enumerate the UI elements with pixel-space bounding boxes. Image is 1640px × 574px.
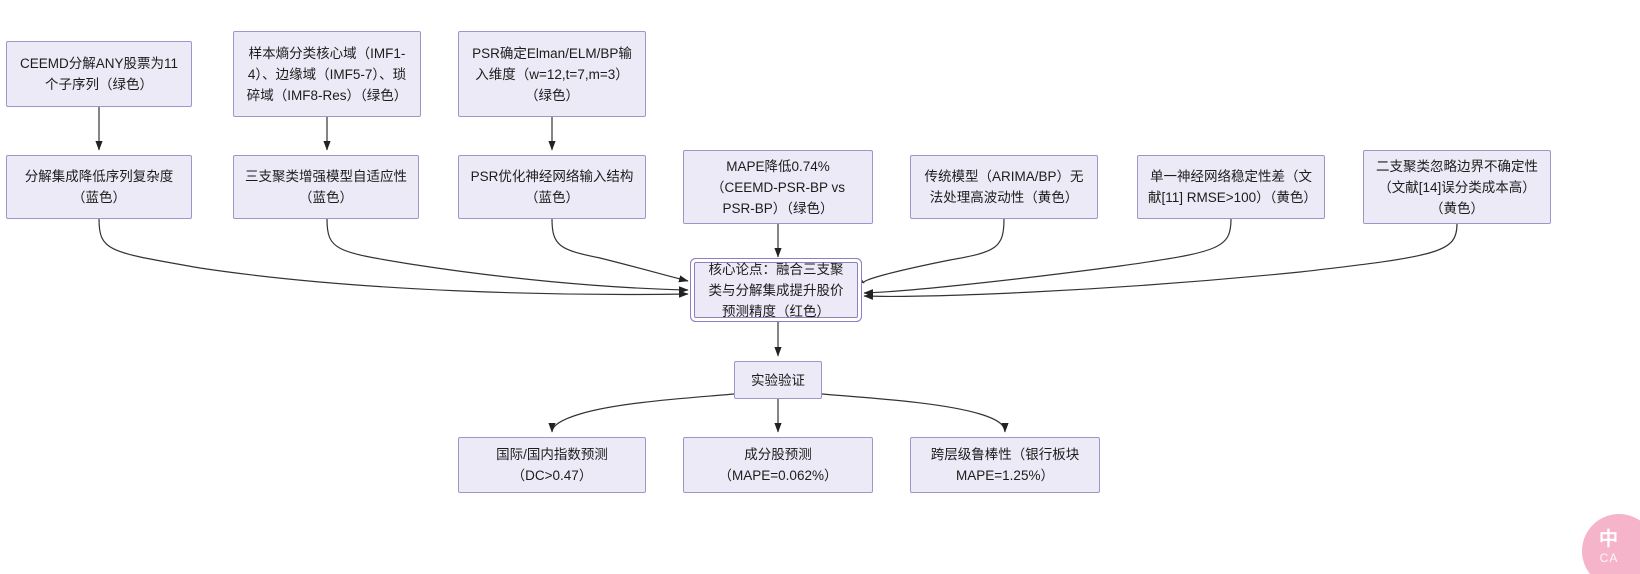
- node-label: 成分股预测（MAPE=0.062%）: [718, 447, 838, 483]
- node-mape-improvement[interactable]: MAPE降低0.74%（CEEMD-PSR-BP vs PSR-BP）（绿色）: [683, 150, 873, 224]
- watermark-badge: 中 CA: [1582, 514, 1640, 574]
- node-core-claim[interactable]: 核心论点：融合三支聚类与分解集成提升股价预测精度（红色）: [694, 262, 858, 319]
- node-label: PSR确定Elman/ELM/BP输入维度（w=12,t=7,m=3）（绿色）: [472, 45, 632, 103]
- edge-structure-to-core: [551, 218, 689, 283]
- watermark-secondary-text: CA: [1599, 551, 1619, 565]
- node-label: 国际/国内指数预测（DC>0.47）: [496, 447, 608, 483]
- node-sample-entropy[interactable]: 样本熵分类核心域（IMF1-4）、边缘域（IMF5-7）、琐碎域（IMF8-Re…: [233, 31, 421, 117]
- node-experiment-validation[interactable]: 实验验证: [734, 361, 822, 399]
- node-reduce-complexity[interactable]: 分解集成降低序列复杂度（蓝色）: [6, 155, 192, 219]
- node-single-nn-instability[interactable]: 单一神经网络稳定性差（文献[11] RMSE>100）（黄色）: [1137, 155, 1325, 219]
- watermark-primary-text: 中: [1598, 529, 1619, 550]
- node-label: 核心论点：融合三支聚类与分解集成提升股价预测精度（红色）: [708, 261, 844, 319]
- edge-validation-to-index: [548, 393, 735, 433]
- node-label: 样本熵分类核心域（IMF1-4）、边缘域（IMF5-7）、琐碎域（IMF8-Re…: [246, 45, 408, 103]
- node-label: 跨层级鲁棒性（银行板块MAPE=1.25%）: [930, 447, 1080, 483]
- node-ceemd-decompose[interactable]: CEEMD分解ANY股票为11个子序列（绿色）: [6, 41, 192, 107]
- node-label: MAPE降低0.74%（CEEMD-PSR-BP vs PSR-BP）（绿色）: [710, 158, 846, 216]
- node-label: PSR优化神经网络输入结构（蓝色）: [470, 169, 634, 205]
- edge-single-nn-to-core: [863, 218, 1232, 297]
- node-three-way-adaptive[interactable]: 三支聚类增强模型自适应性（蓝色）: [233, 155, 419, 219]
- node-label: CEEMD分解ANY股票为11个子序列（绿色）: [19, 56, 179, 92]
- node-label: 三支聚类增强模型自适应性（蓝色）: [245, 169, 407, 205]
- node-traditional-model-limit[interactable]: 传统模型（ARIMA/BP）无法处理高波动性（黄色）: [910, 155, 1098, 219]
- node-index-forecast[interactable]: 国际/国内指数预测（DC>0.47）: [458, 437, 646, 493]
- edge-traditional-to-core: [854, 218, 1005, 284]
- node-label: 传统模型（ARIMA/BP）无法处理高波动性（黄色）: [924, 169, 1084, 205]
- node-constituent-stock-forecast[interactable]: 成分股预测（MAPE=0.062%）: [683, 437, 873, 493]
- node-psr-input-dim[interactable]: PSR确定Elman/ELM/BP输入维度（w=12,t=7,m=3）（绿色）: [458, 31, 646, 117]
- node-label: 二支聚类忽略边界不确定性（文献[14]误分类成本高）（黄色）: [1376, 158, 1538, 216]
- node-cross-level-robustness[interactable]: 跨层级鲁棒性（银行板块MAPE=1.25%）: [910, 437, 1100, 493]
- edge-complexity-to-core: [98, 218, 689, 298]
- node-label: 实验验证: [751, 372, 805, 388]
- edge-validation-to-robustness: [821, 393, 1009, 433]
- node-label: 分解集成降低序列复杂度（蓝色）: [24, 169, 174, 205]
- node-two-way-boundary[interactable]: 二支聚类忽略边界不确定性（文献[14]误分类成本高）（黄色）: [1363, 150, 1551, 224]
- edge-adaptive-to-core: [326, 218, 689, 294]
- node-label: 单一神经网络稳定性差（文献[11] RMSE>100）（黄色）: [1148, 169, 1317, 205]
- edge-boundary-to-core: [863, 223, 1458, 300]
- node-psr-optimize-structure[interactable]: PSR优化神经网络输入结构（蓝色）: [458, 155, 646, 219]
